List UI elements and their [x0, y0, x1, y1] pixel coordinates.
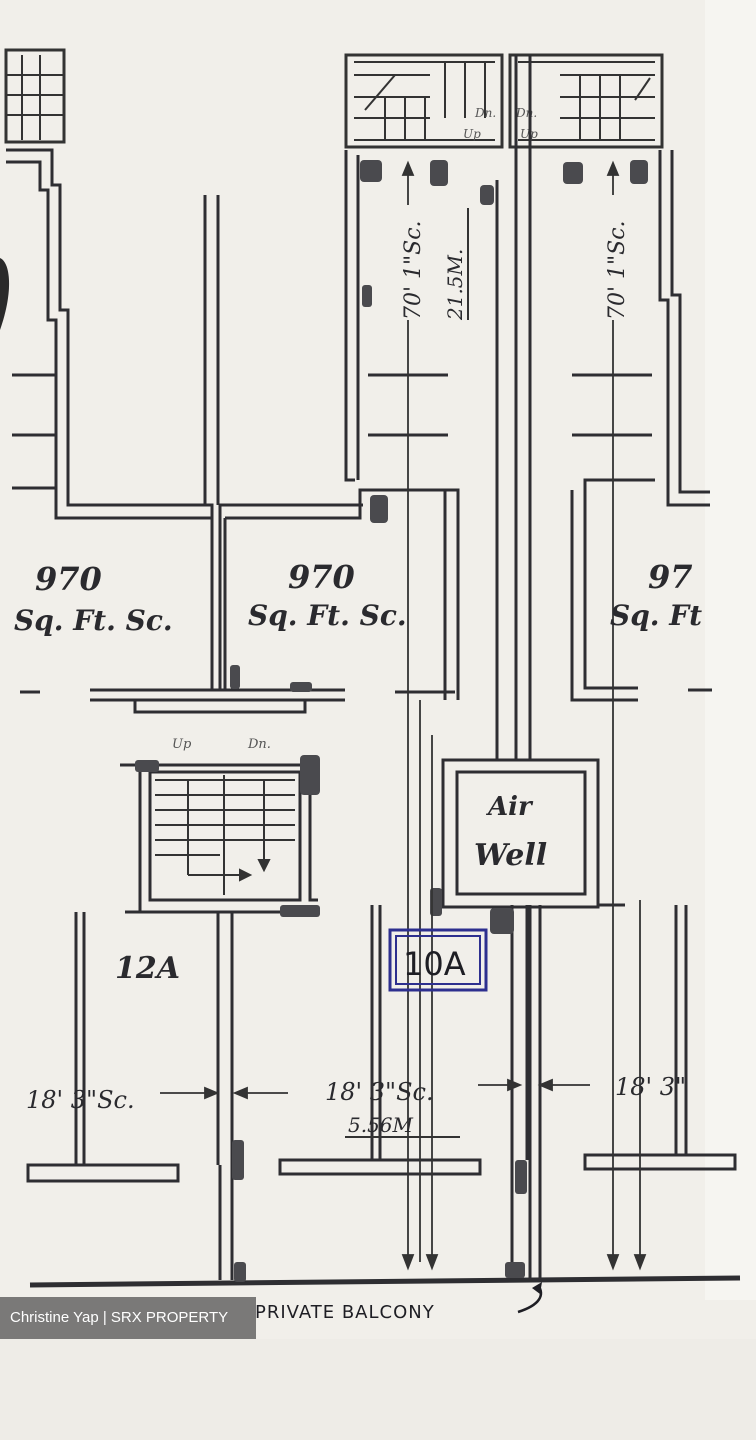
stair-note-dn: Dn.: [474, 106, 496, 120]
front-dimension-middle: 18' 3"Sc.: [325, 1078, 434, 1106]
watermark-text: Christine Yap | SRX PROPERTY: [10, 1309, 229, 1326]
rear-dimension-label: 70' 1"Sc.: [401, 220, 426, 320]
unit-area-middle: 970: [288, 558, 355, 596]
rear-dimension-label-right: 70' 1"Sc.: [605, 220, 630, 320]
unit-area-right: 97: [648, 558, 693, 596]
unit-area-unit-right: Sq. Ft: [610, 599, 702, 632]
unit-label-12a: 12A: [115, 951, 180, 986]
paper-bottom: [0, 1339, 756, 1440]
front-dimension-left: 18' 3"Sc.: [26, 1086, 135, 1114]
walls: [6, 55, 741, 1288]
paper-edge: [705, 0, 756, 1300]
private-balcony-note: PRIVATE BALCONY: [255, 1302, 435, 1323]
front-dimension-metric: 5.56M: [348, 1113, 414, 1137]
columns: [135, 160, 648, 1282]
stair-note-dn-right: Dn.: [515, 106, 537, 120]
rear-dimension-metric: 21.5M.: [443, 249, 467, 321]
stair-note-dn-lower: Dn.: [247, 737, 271, 752]
highlight-box-outer: [388, 928, 488, 992]
dimension-lines: [160, 160, 647, 1271]
front-dimension-right: 18' 3": [615, 1073, 686, 1101]
top-middle-staircase: [344, 53, 504, 149]
unit-label-10a: 10A: [403, 945, 466, 983]
stair-note-up-lower: Up: [172, 737, 192, 752]
binder-clip: [0, 258, 10, 330]
air-well-label-1: Air: [485, 792, 534, 822]
unit-area-left: 970: [35, 560, 102, 598]
top-right-staircase: [508, 53, 664, 149]
stair-note-up: Up: [463, 127, 481, 141]
lower-staircase: [155, 775, 295, 895]
balcony-arrow-head: [532, 1282, 542, 1294]
highlight-box-inner: [395, 935, 481, 985]
watermark: Christine Yap | SRX PROPERTY: [0, 1297, 256, 1339]
unit-area-unit-middle: Sq. Ft. Sc.: [248, 599, 407, 632]
air-well-label-2: Well: [474, 838, 547, 873]
unit-area-unit-left: Sq. Ft. Sc.: [14, 604, 173, 637]
top-left-staircase: [4, 48, 66, 144]
